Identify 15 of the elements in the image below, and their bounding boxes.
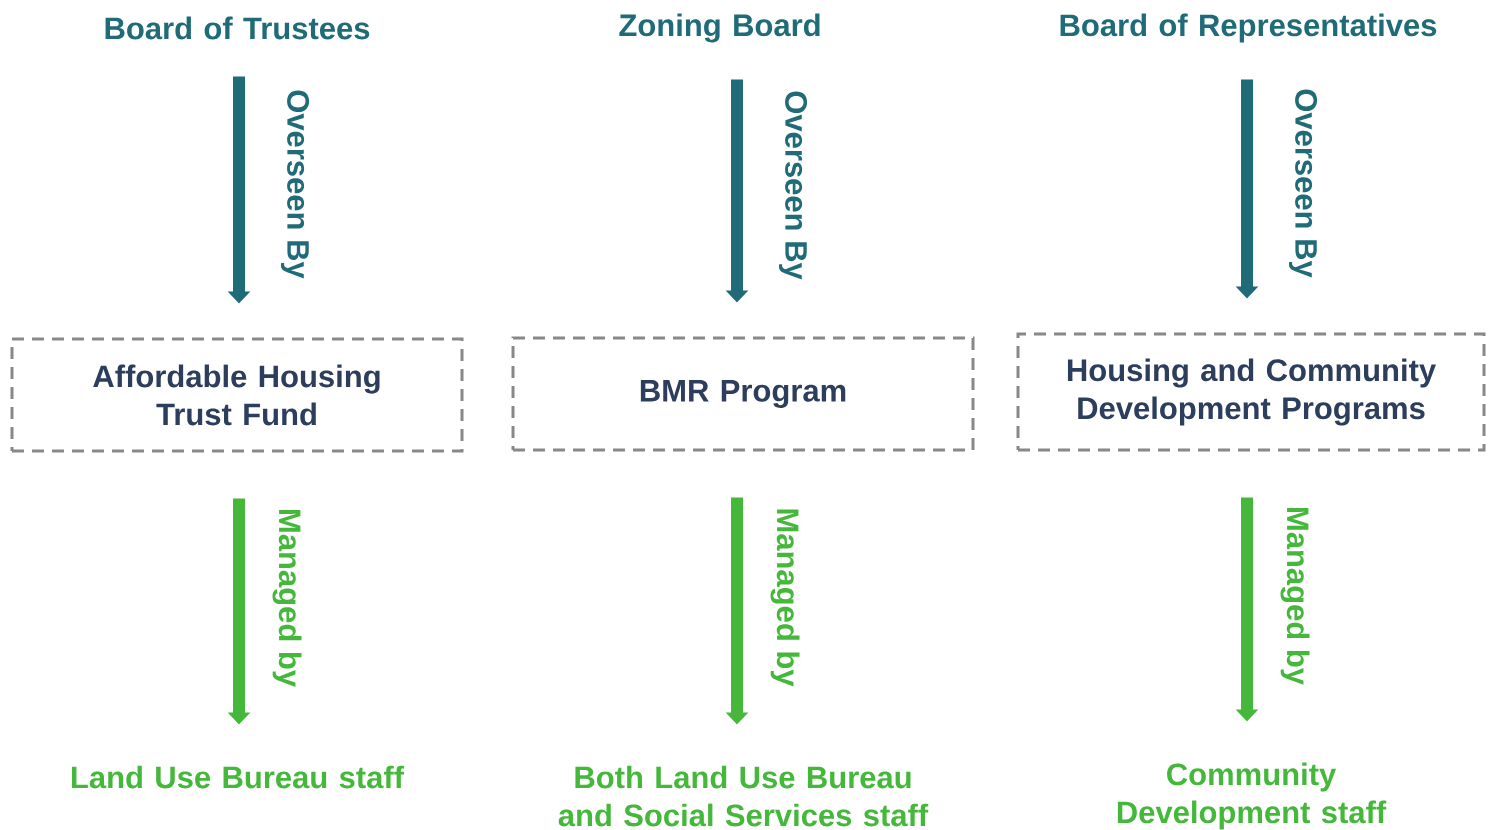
edge-label: Overseen By <box>1289 89 1318 278</box>
program-box: Affordable Housing Trust Fund <box>10 337 464 453</box>
board-title: Board of Trustees <box>105 16 370 40</box>
edge-label: Managed by <box>272 510 302 687</box>
program-box: BMR Program <box>511 336 975 452</box>
staff-label: Both Land Use Bureau and Social Services staff <box>558 765 929 827</box>
staff-label: Land Use Bureau staff <box>72 765 405 789</box>
edge-label: Managed by <box>770 509 800 687</box>
edge-label: Managed by <box>1280 508 1310 685</box>
edge-label: Overseen By <box>280 90 310 279</box>
board-title: Zoning Board <box>619 13 820 43</box>
program-box: Housing and Community Development Programs <box>1016 332 1486 452</box>
staff-label: Community Development staff <box>1117 762 1387 830</box>
edge-label: Overseen By <box>779 91 808 280</box>
board-title: Board of Representatives <box>1060 13 1437 43</box>
